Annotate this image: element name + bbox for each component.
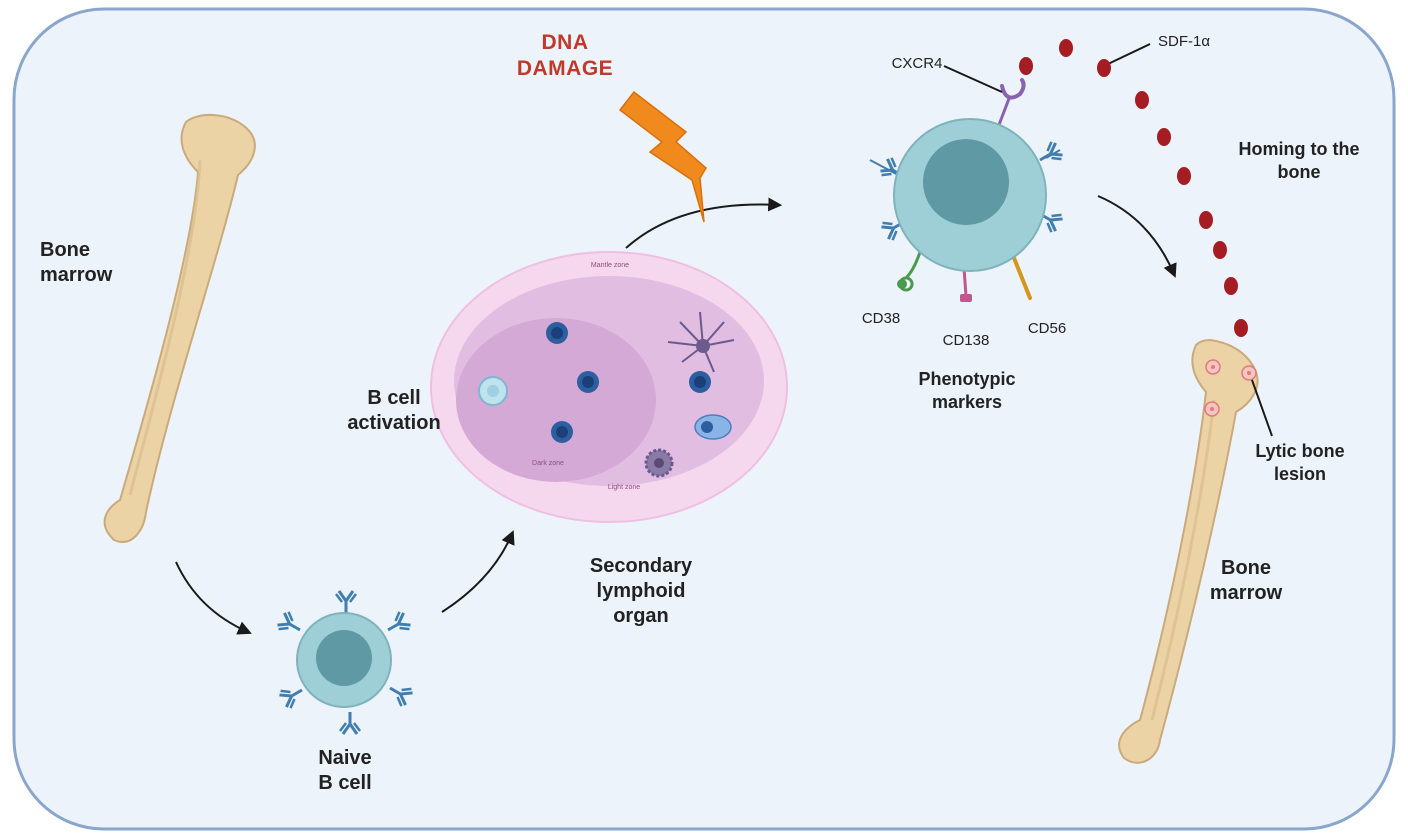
arrow-bone-to-naive — [175, 561, 252, 635]
lymphoid-organ-icon — [430, 251, 788, 523]
arrow-naive-to-organ — [441, 530, 515, 613]
label-cxcr4: CXCR4 — [891, 55, 943, 72]
arrow-plasma-to-bone — [1097, 195, 1177, 278]
label-light-zone: Light zone — [607, 484, 641, 491]
lytic-lesion-leader — [1251, 379, 1273, 437]
right-bone-icon — [1118, 338, 1259, 764]
label-cd138: CD138 — [942, 332, 990, 349]
label-mantle-zone: Mantle zone — [590, 262, 630, 269]
label-cd56: CD56 — [1027, 320, 1067, 337]
arrow-organ-to-plasma — [625, 197, 783, 249]
label-secondary-lymphoid-organ: Secondary lymphoid organ — [589, 555, 693, 627]
naive-b-cell-icon — [274, 589, 416, 736]
plasma-cell-icon — [869, 78, 1066, 302]
sdf1a-leader — [1107, 43, 1151, 65]
sdf1a-chemokine-dots — [1019, 39, 1248, 337]
cxcr4-leader — [943, 65, 1003, 93]
left-bone-icon — [103, 113, 256, 543]
label-dark-zone: Dark zone — [532, 460, 564, 467]
dna-damage-lightning-icon — [618, 90, 707, 223]
label-sdf1a: SDF-1α — [1157, 33, 1210, 50]
label-cd38: CD38 — [861, 310, 901, 327]
